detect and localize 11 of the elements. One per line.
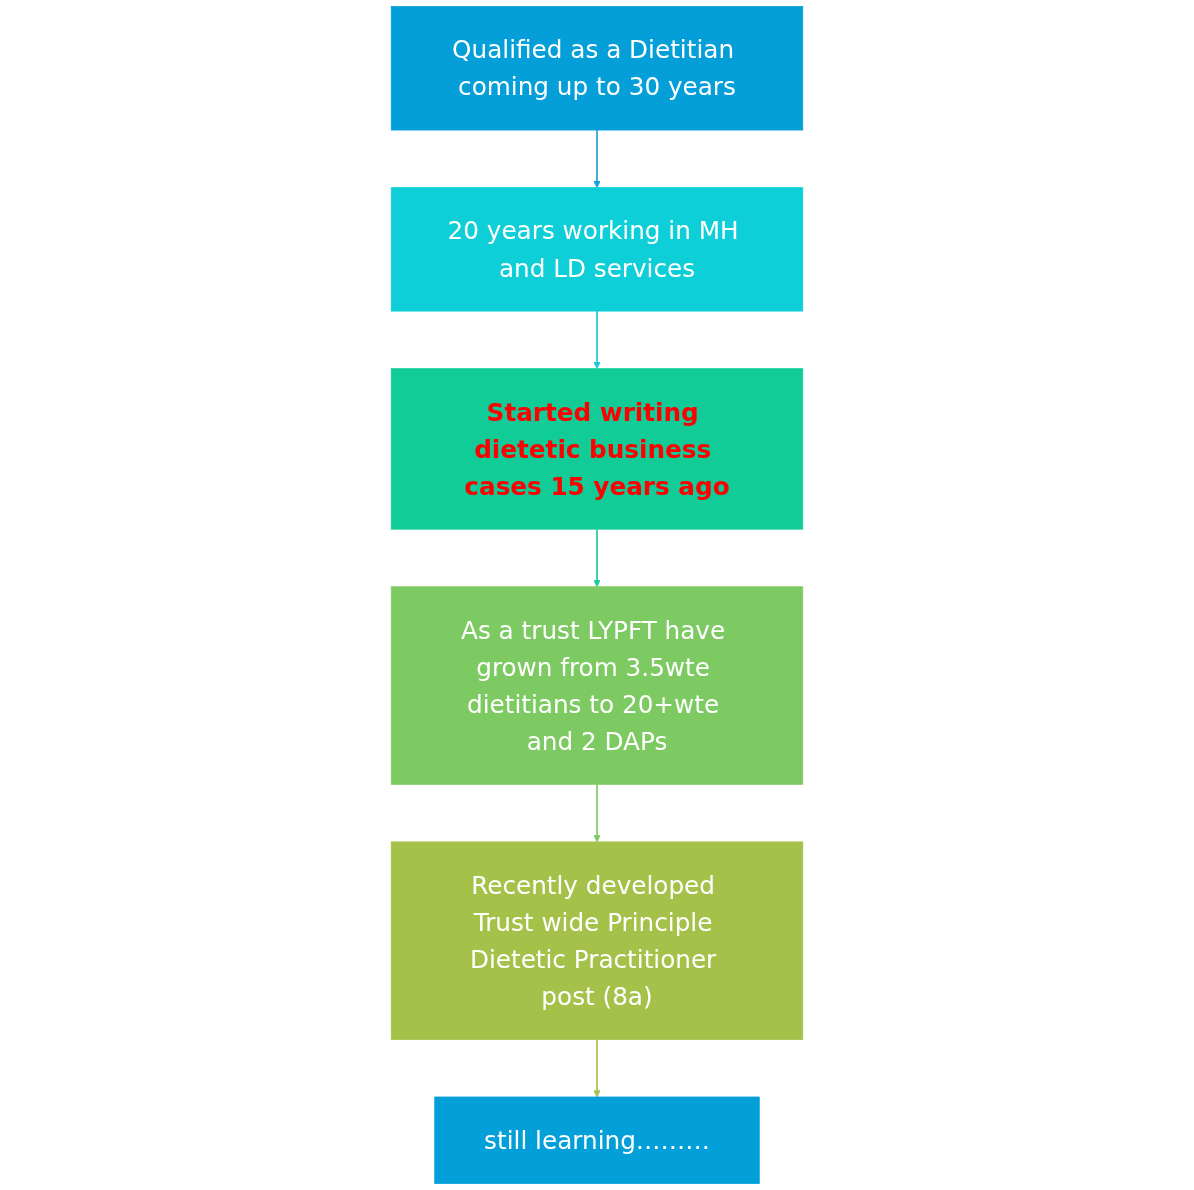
- node-box: [434, 1096, 760, 1184]
- arrow: [593, 1038, 601, 1098]
- node-box: [390, 368, 804, 530]
- node-box: [390, 586, 804, 785]
- node-box: [390, 841, 804, 1040]
- arrow: [593, 783, 601, 843]
- node-box: [390, 187, 804, 312]
- node-box: [390, 6, 804, 131]
- arrow: [593, 129, 601, 188]
- arrow: [593, 528, 601, 588]
- arrow: [593, 310, 601, 369]
